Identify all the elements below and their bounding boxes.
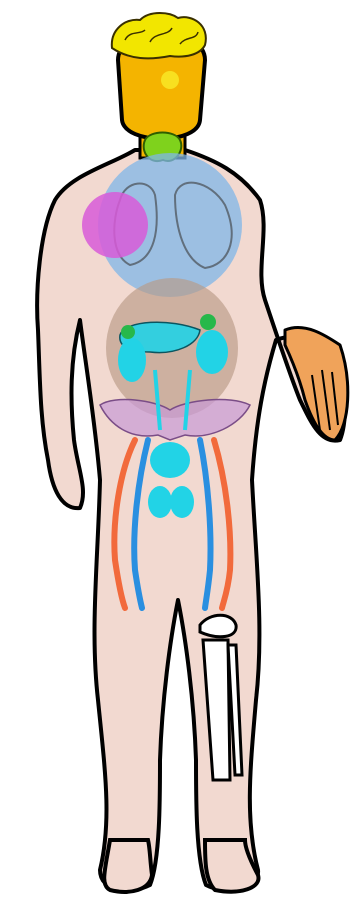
knee-cap [200, 615, 236, 636]
right-adrenal [200, 314, 216, 330]
heart-region [82, 192, 148, 258]
left-adrenal [121, 325, 135, 339]
left-kidney [118, 338, 146, 382]
left-foot [104, 840, 152, 892]
feet [104, 840, 258, 892]
left-testis [148, 486, 172, 518]
eye-highlight [161, 71, 179, 89]
bladder [150, 442, 190, 478]
right-testis [170, 486, 194, 518]
right-kidney [196, 330, 228, 374]
